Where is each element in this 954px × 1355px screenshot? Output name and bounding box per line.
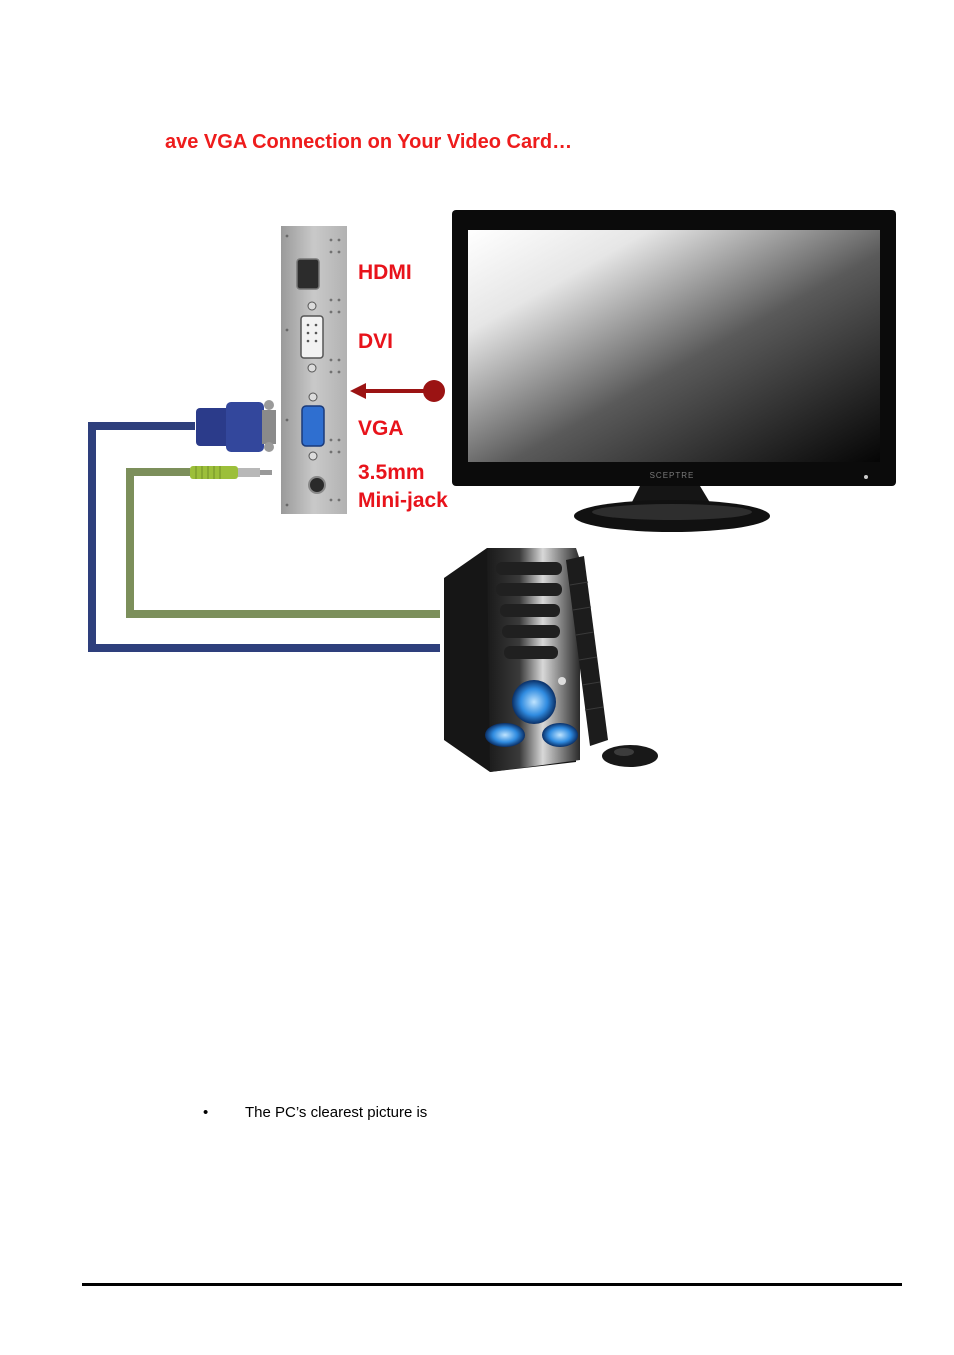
- dvi-port-icon: [300, 315, 324, 359]
- vga-label: VGA: [358, 417, 404, 440]
- monitor-image: SCEPTRE: [452, 210, 896, 532]
- hdmi-port-icon: [296, 258, 320, 290]
- pc-tower-image: [444, 548, 580, 772]
- mouse-image: [602, 745, 658, 767]
- section-heading: ave VGA Connection on Your Video Card…: [165, 131, 573, 153]
- audio-plug-icon: [190, 466, 272, 479]
- audio-cable: [126, 468, 440, 618]
- monitor-brand: SCEPTRE: [650, 471, 695, 480]
- bullet-text: The PC’s clearest picture is: [245, 1104, 428, 1121]
- dvi-label: DVI: [358, 330, 393, 353]
- vga-cable: [88, 422, 440, 652]
- port-panel: [281, 226, 347, 514]
- vga-plug-icon: [196, 400, 276, 452]
- footer-rule: [82, 1283, 902, 1286]
- minijack-label-line2: Mini-jack: [358, 489, 448, 512]
- hdmi-label: HDMI: [358, 261, 412, 284]
- bullet-symbol: •: [203, 1104, 209, 1121]
- arrow-icon: [350, 383, 366, 399]
- keyboard-image: [566, 556, 608, 746]
- bullet-item: • The PC’s clearest picture is: [203, 1104, 427, 1121]
- minijack-label-line1: 3.5mm: [358, 461, 425, 484]
- audio-jack-icon: [308, 476, 326, 494]
- vga-port-icon: [301, 405, 325, 447]
